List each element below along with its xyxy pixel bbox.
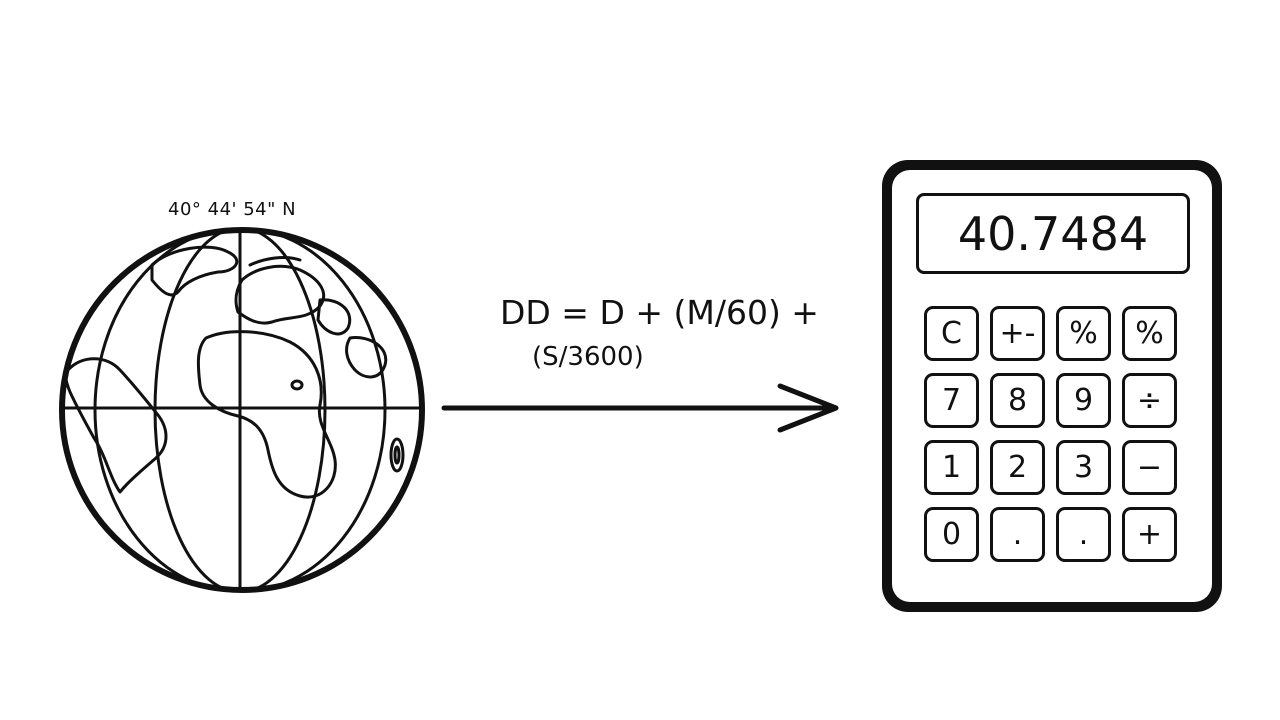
dms-coordinate-label: 40° 44' 54" N xyxy=(168,199,297,220)
key-3[interactable]: 3 xyxy=(1056,440,1111,495)
calculator-body: 40.7484 C +- % % 7 8 9 ÷ 1 2 3 − 0 . . + xyxy=(892,170,1212,602)
right-arrow-icon xyxy=(441,383,839,433)
key-2[interactable]: 2 xyxy=(990,440,1045,495)
globe-icon xyxy=(59,227,425,593)
key-0[interactable]: 0 xyxy=(924,507,979,562)
key-plus-minus[interactable]: +- xyxy=(990,306,1045,361)
formula-line-2: (S/3600) xyxy=(532,342,644,372)
formula-line-1: DD = D + (M/60) + xyxy=(500,293,819,332)
key-8[interactable]: 8 xyxy=(990,373,1045,428)
key-percent[interactable]: % xyxy=(1056,306,1111,361)
key-1[interactable]: 1 xyxy=(924,440,979,495)
key-decimal[interactable]: . xyxy=(990,507,1045,562)
calculator-display: 40.7484 xyxy=(916,193,1190,274)
key-clear[interactable]: C xyxy=(924,306,979,361)
key-decimal-alt[interactable]: . xyxy=(1056,507,1111,562)
key-minus[interactable]: − xyxy=(1122,440,1177,495)
key-7[interactable]: 7 xyxy=(924,373,979,428)
key-plus[interactable]: + xyxy=(1122,507,1177,562)
calculator-icon: 40.7484 C +- % % 7 8 9 ÷ 1 2 3 − 0 . . + xyxy=(882,160,1222,612)
key-percent-alt[interactable]: % xyxy=(1122,306,1177,361)
key-divide[interactable]: ÷ xyxy=(1122,373,1177,428)
key-9[interactable]: 9 xyxy=(1056,373,1111,428)
calculator-keypad: C +- % % 7 8 9 ÷ 1 2 3 − 0 . . + xyxy=(924,306,1177,562)
